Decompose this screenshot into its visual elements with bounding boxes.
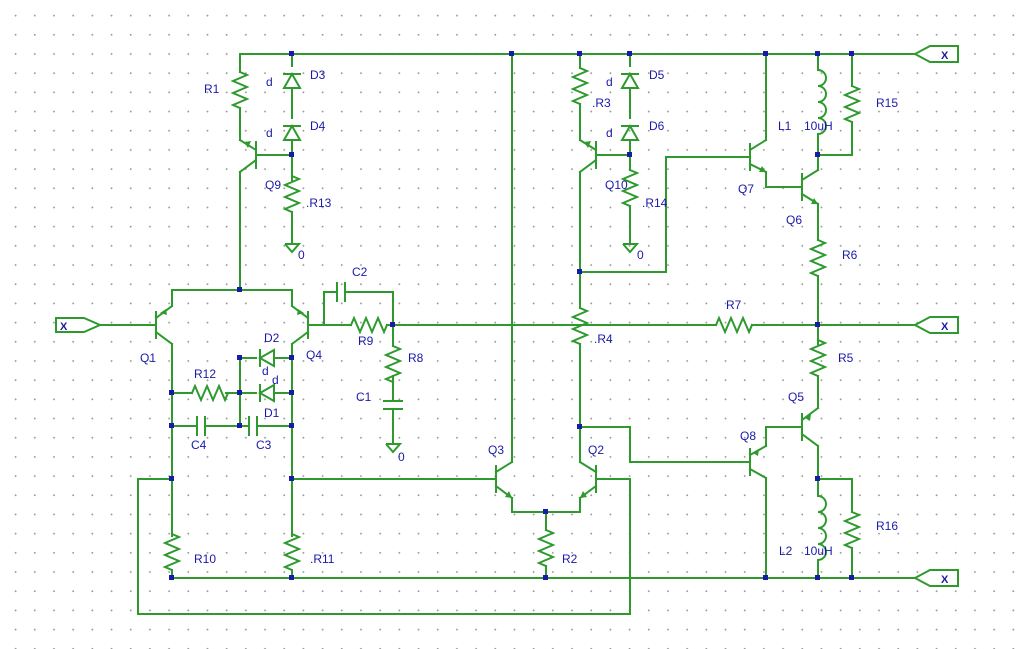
inductor-l2 (816, 494, 827, 562)
port-label: X (941, 321, 949, 333)
input-port: X (55, 317, 103, 333)
transistor-q7 (748, 138, 768, 174)
transistor-q2 (578, 460, 598, 500)
resistor-r2 (538, 523, 554, 573)
label-d5: D5 (649, 68, 665, 82)
resistor-r6 (810, 233, 826, 283)
inductor-l1 (816, 68, 827, 141)
junction-dots (169, 51, 854, 580)
label-d1: D1 (264, 406, 280, 420)
label-l1-value: 10uH (804, 119, 833, 133)
label-c3: C3 (256, 438, 272, 452)
component-labels: R1 d D3 d D4 Q9 .R13 0 d D5 .R3 d D6 Q10… (140, 68, 898, 566)
label-r11: .R11 (310, 552, 335, 566)
label-ground: 0 (298, 248, 305, 262)
transistor-q9 (238, 138, 258, 174)
ground-symbol (622, 237, 638, 253)
label-d6: D6 (649, 119, 665, 133)
label-q7: Q7 (738, 182, 754, 196)
label-r1: R1 (204, 82, 220, 96)
label-r10: R10 (194, 552, 216, 566)
transistor-q5 (800, 406, 820, 448)
label-d6-model: d (606, 126, 613, 140)
diode-d1 (259, 384, 275, 402)
label-d2: D2 (264, 331, 280, 345)
label-r16: R16 (876, 519, 898, 533)
resistor-r9 (344, 317, 394, 333)
label-q10: Q10 (605, 178, 628, 192)
label-r6: R6 (842, 248, 858, 262)
label-r2: R2 (562, 552, 578, 566)
label-r9: R9 (358, 334, 374, 348)
diode-d3 (283, 73, 301, 89)
label-d1-model: d (272, 373, 279, 387)
label-l2-value: 10uH (804, 544, 833, 558)
wires (99, 53, 916, 615)
transistor-q10 (578, 138, 598, 174)
capacitor-c4 (196, 416, 206, 436)
label-r4: .R4 (594, 332, 613, 346)
transistor-q6 (800, 168, 820, 206)
label-q4: Q4 (306, 348, 322, 362)
label-d2-model: d (262, 364, 269, 378)
label-r8: R8 (408, 351, 424, 365)
label-r15: R15 (876, 96, 898, 110)
label-r14: .R14 (642, 196, 668, 210)
transistor-q8 (748, 444, 768, 480)
label-q3: Q3 (488, 443, 504, 457)
label-d4: D4 (310, 119, 326, 133)
label-ground: 0 (398, 450, 405, 464)
label-r12: R12 (194, 367, 216, 381)
label-q5: Q5 (788, 390, 804, 404)
output-port-bottom: X (912, 569, 959, 587)
port-label: X (941, 50, 949, 62)
label-c4: C4 (191, 438, 207, 452)
capacitor-c2 (336, 282, 346, 302)
capacitor-c1 (383, 400, 403, 410)
output-port-mid: X (912, 316, 959, 334)
label-q9: Q9 (265, 178, 281, 192)
label-r5: R5 (838, 351, 854, 365)
resistor-r16 (844, 505, 860, 555)
transistor-q1 (154, 304, 174, 346)
label-r13: .R13 (306, 196, 332, 210)
label-q8: Q8 (740, 429, 756, 443)
capacitor-c3 (248, 416, 258, 436)
label-l2: L2 (779, 544, 793, 558)
label-d3: D3 (310, 68, 326, 82)
label-l1: L1 (778, 119, 792, 133)
transistor-q4 (290, 304, 310, 346)
transistor-q3 (494, 460, 514, 500)
label-c1: C1 (356, 390, 372, 404)
label-q6: Q6 (786, 213, 802, 227)
resistor-r3 (572, 61, 588, 111)
diode-d4 (283, 125, 301, 141)
resistor-r7 (709, 317, 759, 333)
diode-d6 (621, 125, 639, 141)
resistor-r15 (844, 79, 860, 129)
label-ground: 0 (637, 248, 644, 262)
output-port-top: X (912, 45, 959, 63)
label-c2: C2 (352, 265, 368, 279)
label-d4-model: d (266, 126, 273, 140)
ground-symbol (284, 237, 300, 253)
resistor-r1 (232, 65, 248, 115)
label-q1: Q1 (140, 351, 156, 365)
diode-d5 (621, 73, 639, 89)
label-r3: .R3 (592, 96, 611, 110)
label-r7: R7 (726, 298, 742, 312)
port-label: X (941, 574, 949, 586)
label-d3-model: d (266, 75, 273, 89)
label-d5-model: d (606, 75, 613, 89)
port-label: X (60, 321, 68, 333)
label-q2: Q2 (588, 443, 604, 457)
